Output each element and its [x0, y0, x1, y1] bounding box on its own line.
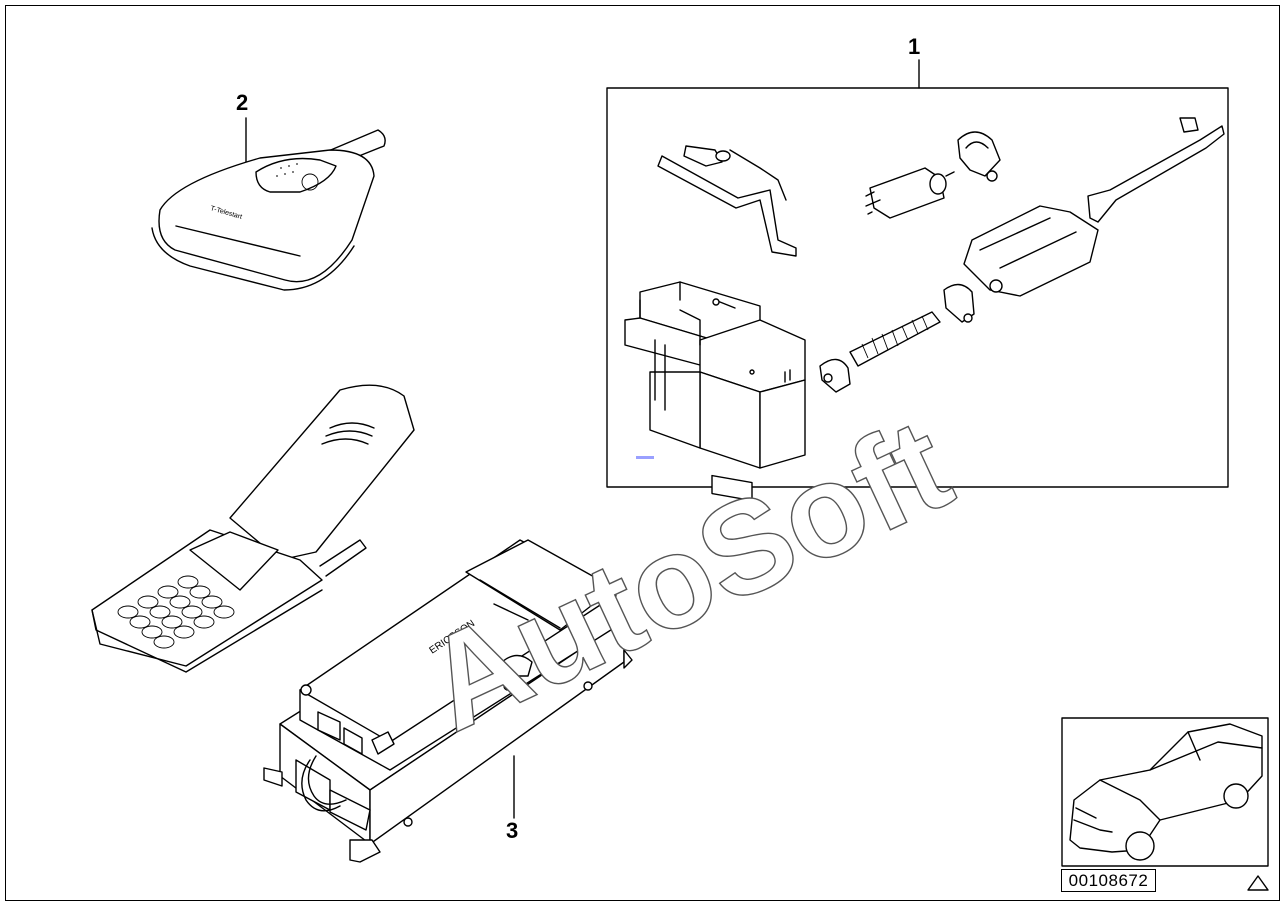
flexible-pipe [849, 311, 941, 367]
heater-kit-box [606, 87, 1229, 488]
fuel-hose [657, 145, 797, 257]
blue-marker [636, 456, 654, 459]
control-module: ERICSSON [263, 539, 633, 863]
remote-control: T-Telestart [151, 129, 386, 291]
part-number: 00108672 [1061, 869, 1156, 892]
callout-3: 3 [506, 818, 519, 843]
fuel-pump [865, 167, 955, 219]
warning-triangle-icon [1247, 875, 1269, 891]
callout-1: 1 [908, 34, 921, 59]
flip-phone [91, 384, 415, 673]
callout-2: 2 [236, 90, 249, 115]
clamp-top [957, 131, 1001, 182]
exhaust-silencer [963, 117, 1225, 297]
clamp-left [819, 358, 851, 393]
heater-unit [624, 281, 806, 502]
diagram-frame [5, 5, 1280, 901]
car-thumbnail-icon [1061, 717, 1269, 867]
clamp-right [943, 283, 975, 323]
